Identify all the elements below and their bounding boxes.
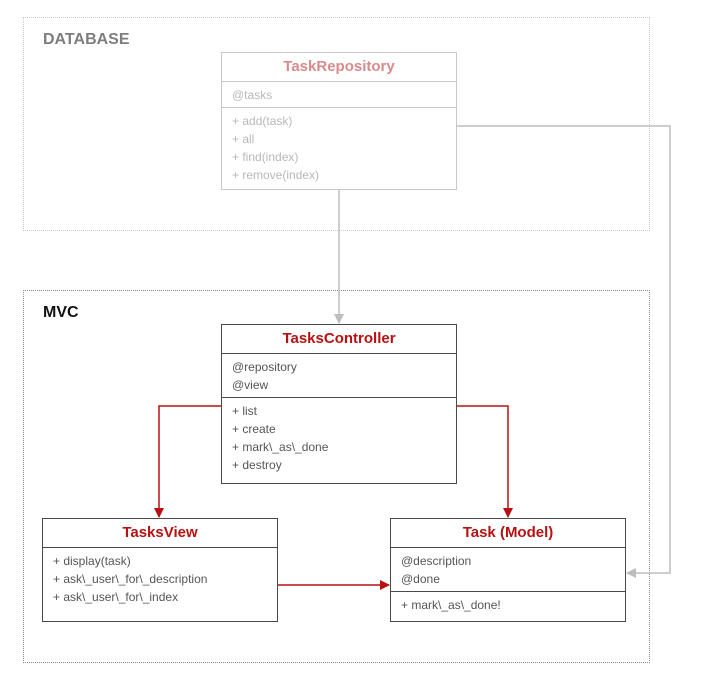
link-controller-task <box>456 405 513 518</box>
class-task-repository: TaskRepository @tasks + add(task) + all … <box>221 52 457 190</box>
methods-section: + list + create + mark\_as\_done + destr… <box>222 398 456 477</box>
method: + add(task) <box>232 114 293 128</box>
class-name: TaskRepository <box>222 53 456 82</box>
class-tasks-view: TasksView + display(task) + ask\_user\_f… <box>42 518 278 622</box>
method: + display(task) <box>53 554 131 568</box>
mvc-package-label: MVC <box>43 304 79 321</box>
attribute: @done <box>401 572 440 586</box>
method: + mark\_as\_done <box>232 440 329 454</box>
method: + all <box>232 132 255 146</box>
mvc-package: MVC <box>23 290 650 663</box>
method: + mark\_as\_done! <box>401 598 501 612</box>
attributes-section: @tasks <box>222 82 456 108</box>
attribute: @description <box>401 554 472 568</box>
method: + ask\_user\_for\_description <box>53 572 208 586</box>
database-package-label: DATABASE <box>43 31 130 48</box>
attribute: @view <box>232 378 269 392</box>
class-task-model: Task (Model) @description @done + mark\_… <box>390 518 626 622</box>
method: + find(index) <box>232 150 299 164</box>
method: + ask\_user\_for\_index <box>53 590 179 604</box>
attribute: @tasks <box>232 88 273 102</box>
attribute: @repository <box>232 360 297 374</box>
method: + destroy <box>232 458 282 472</box>
method: + list <box>232 404 258 418</box>
class-tasks-controller: TasksController @repository @view + list… <box>221 324 457 484</box>
methods-section: + display(task) + ask\_user\_for\_descri… <box>43 548 277 609</box>
class-name: TasksView <box>43 519 277 548</box>
class-name: TasksController <box>222 325 456 354</box>
link-controller-view <box>154 405 221 518</box>
database-package: DATABASE <box>23 17 650 231</box>
method: + create <box>232 422 276 436</box>
method: + remove(index) <box>232 168 320 182</box>
methods-section: + mark\_as\_done! <box>391 592 625 617</box>
methods-section: + add(task) + all + find(index) + remove… <box>222 108 456 187</box>
link-repository-task <box>457 125 671 578</box>
class-name: Task (Model) <box>391 519 625 548</box>
attributes-section: @repository @view <box>222 354 456 398</box>
attributes-section: @description @done <box>391 548 625 592</box>
